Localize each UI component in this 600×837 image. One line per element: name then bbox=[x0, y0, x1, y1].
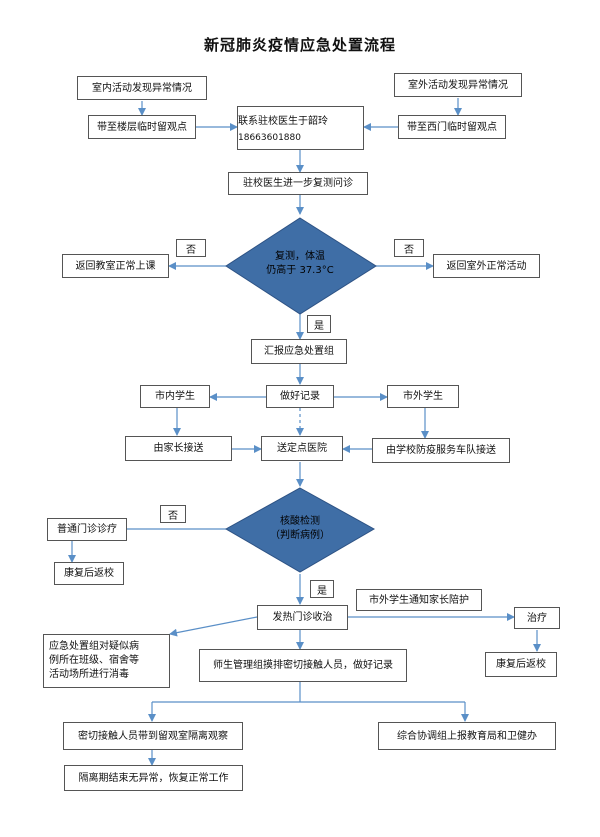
nucleic-test-decision-text: 核酸检测 （判断病例） bbox=[270, 516, 330, 541]
recover-return-right-box: 康复后返校 bbox=[485, 652, 557, 677]
no-label-2: 否 bbox=[160, 505, 186, 523]
notify-parents-box: 市外学生通知家长陪护 bbox=[356, 589, 482, 611]
clinic-box: 普通门诊诊疗 bbox=[47, 518, 127, 541]
back-outdoor-box: 返回室外正常活动 bbox=[433, 254, 540, 278]
no-label-right-1: 否 bbox=[394, 239, 424, 257]
west-gate-observe-box: 带至西门临时留观点 bbox=[398, 115, 506, 139]
temperature-decision-text: 复测，体温 仍高于 37.3°C bbox=[266, 251, 334, 276]
resume-work-box: 隔离期结束无异常，恢复正常工作 bbox=[64, 765, 243, 791]
floor-observe-box: 带至楼层临时留观点 bbox=[88, 115, 196, 139]
parent-pickup-box: 由家长接送 bbox=[125, 436, 232, 461]
recover-return-left-box: 康复后返校 bbox=[54, 562, 124, 585]
team-pickup-box: 由学校防疫服务车队接送 bbox=[372, 438, 510, 463]
fever-clinic-box: 发热门诊收治 bbox=[257, 605, 348, 630]
nucleic-test-decision-diamond bbox=[224, 487, 376, 573]
treatment-box: 治疗 bbox=[514, 607, 560, 629]
out-city-students-box: 市外学生 bbox=[387, 385, 459, 408]
contact-doctor-box: 联系驻校医生于韶玲 18663601880 bbox=[237, 106, 364, 150]
record-box: 做好记录 bbox=[266, 385, 334, 408]
yes-label-2: 是 bbox=[310, 580, 334, 598]
disinfect-box: 应急处置组对疑似病 例所在班级、宿舍等 活动场所进行消毒 bbox=[43, 634, 170, 688]
yes-label-1: 是 bbox=[307, 315, 331, 333]
further-check-box: 驻校医生进一步复测问诊 bbox=[228, 172, 368, 195]
hospital-box: 送定点医院 bbox=[261, 436, 343, 461]
outdoor-abnormal-box: 室外活动发现异常情况 bbox=[394, 73, 522, 97]
back-classroom-box: 返回教室正常上课 bbox=[62, 254, 169, 278]
report-team-box: 汇报应急处置组 bbox=[251, 339, 347, 364]
no-label-left-1: 否 bbox=[176, 239, 206, 257]
indoor-abnormal-box: 室内活动发现异常情况 bbox=[77, 76, 207, 100]
report-bureau-box: 综合协调组上报教育局和卫健办 bbox=[378, 722, 556, 750]
page-title: 新冠肺炎疫情应急处置流程 bbox=[203, 36, 396, 54]
city-students-box: 市内学生 bbox=[140, 385, 210, 408]
temperature-decision-diamond bbox=[225, 217, 377, 315]
quarantine-box: 密切接触人员带到留观室隔离观察 bbox=[63, 722, 243, 750]
investigate-box: 师生管理组摸排密切接触人员，做好记录 bbox=[199, 649, 407, 682]
